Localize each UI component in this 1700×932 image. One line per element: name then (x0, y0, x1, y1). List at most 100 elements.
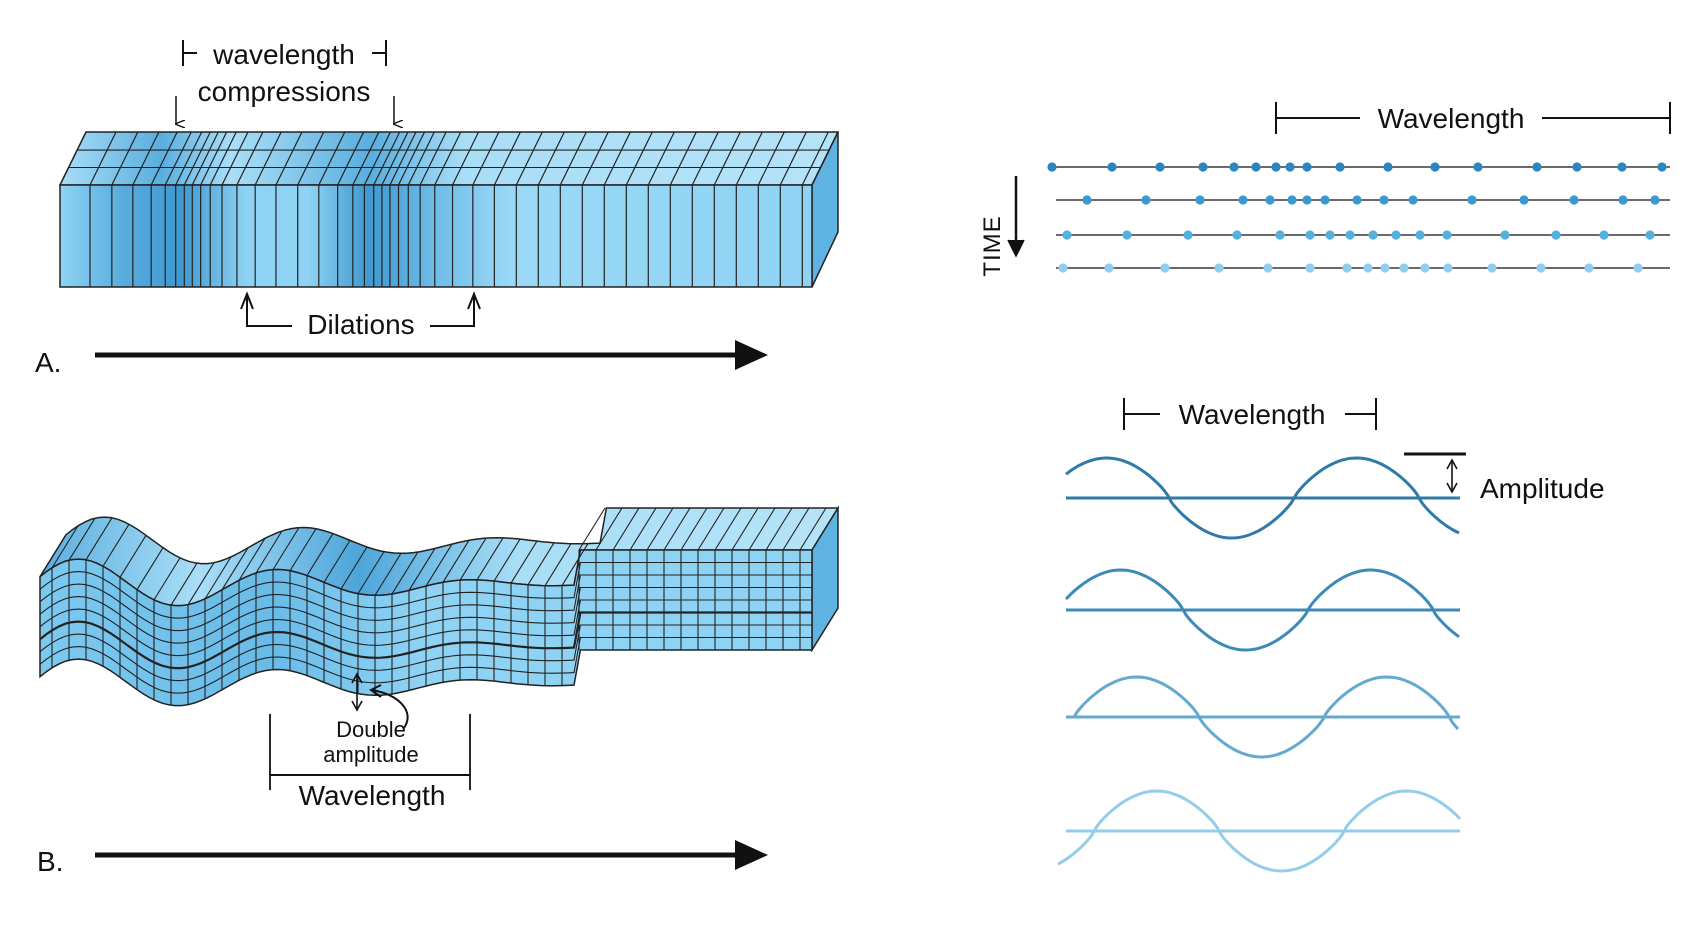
particle-dot (1214, 263, 1224, 273)
particle-dot (1325, 230, 1335, 240)
panel-a-top-line (625, 131, 653, 186)
particle-dot (1657, 162, 1667, 172)
wave-curve (1072, 675, 1460, 759)
panel-a-top-line (236, 131, 264, 186)
panel-b-top-line (68, 517, 96, 561)
panel-b-top-line (323, 540, 351, 583)
particle-dot (1408, 195, 1418, 205)
panel-b-top-line (510, 540, 538, 584)
particle-dot (1271, 162, 1281, 172)
panel-a-top-line (352, 131, 380, 186)
panel-a-top-line (164, 131, 192, 186)
panel-a-top-line (363, 131, 391, 186)
particle-dot (1155, 162, 1165, 172)
panel-a-top-line (515, 131, 543, 186)
panel-b-top-line (340, 546, 368, 590)
particle-dot (1599, 230, 1609, 240)
particle-dot (1265, 195, 1275, 205)
panel-b-top-line (357, 551, 385, 594)
panel-a-top-line (537, 131, 565, 186)
particle-dot (1320, 195, 1330, 205)
particle-dot (1062, 230, 1072, 240)
particle-dot (1195, 195, 1205, 205)
particle-dot (1618, 195, 1628, 205)
particle-dot (1473, 162, 1483, 172)
panel-b-top-line (221, 547, 249, 591)
panel-a-top-line (200, 131, 228, 186)
particle-dot (1633, 263, 1643, 273)
particle-dot (1302, 195, 1312, 205)
particle-dot (1285, 162, 1295, 172)
particle-dot (1160, 263, 1170, 273)
particle-dot (1345, 230, 1355, 240)
panel-b-top-line (136, 547, 164, 590)
particle-dot (1104, 263, 1114, 273)
panel-a-top-line (434, 131, 462, 186)
particle-dot (1645, 230, 1655, 240)
panel-a-letter: A. (35, 347, 61, 378)
panel-b-top-line (527, 542, 555, 586)
particle-dot (1302, 162, 1312, 172)
particle-dot (1251, 162, 1261, 172)
panel-b-top-line (782, 507, 810, 551)
particle-dot (1569, 195, 1579, 205)
panel-a-wavelength-label: wavelength (212, 39, 355, 70)
particle-dot (1263, 263, 1273, 273)
panel-b-top-line (425, 543, 453, 587)
amplitude-label: Amplitude (1480, 473, 1605, 504)
particle-dot (1519, 195, 1529, 205)
panel-b-top-line (408, 548, 436, 591)
right-bottom-wavelength-bracket (1123, 398, 1377, 430)
panel-a-top-line (801, 131, 829, 186)
particle-dot (1383, 162, 1393, 172)
particle-dot (1420, 263, 1430, 273)
particle-dot (1305, 230, 1315, 240)
panel-b-top-line (612, 507, 640, 551)
panel-a-top-line (175, 131, 203, 186)
panel-b-top-line (476, 537, 504, 581)
particle-dot (1467, 195, 1477, 205)
panel-b-top-line (442, 540, 470, 583)
double-amplitude-marker (351, 672, 409, 729)
panel-a-top-line (209, 131, 237, 186)
panel-b-top-line (544, 543, 572, 586)
panel-a-top-line (713, 131, 741, 186)
panel-b-top-line (187, 562, 215, 605)
particle-dot (1082, 195, 1092, 205)
panel-b-top-line (697, 507, 725, 551)
particle-dot (1500, 230, 1510, 240)
panel-a-top-line (337, 131, 365, 186)
particle-dot (1572, 162, 1582, 172)
particle-dot (1335, 162, 1345, 172)
panel-a-top-line (132, 131, 160, 186)
panel-b-top-line (255, 530, 283, 574)
panel-b-top-line (153, 557, 181, 601)
particle-dot (1363, 263, 1373, 273)
panel-a-top-line (735, 131, 763, 186)
panel-a-top-line (183, 131, 211, 186)
time-axis-label: TIME (979, 215, 1006, 276)
panel-b-top-line (799, 507, 827, 551)
panel-b-top-line (629, 507, 657, 551)
particle-dot (1532, 162, 1542, 172)
panel-a-top-line (89, 131, 117, 186)
panel-b-top-line (391, 551, 419, 595)
particle-dot (1536, 263, 1546, 273)
particle-dot (1275, 230, 1285, 240)
panel-b-top-line (170, 562, 198, 606)
panel-a-dilations-label: Dilations (307, 309, 414, 340)
panel-b-top-line (578, 507, 606, 551)
panel-a-top-line (691, 131, 719, 186)
panel-b-top-line (306, 533, 334, 576)
wave-curve (1057, 789, 1462, 873)
particle-dot (1229, 162, 1239, 172)
panel-b-top-line (374, 553, 402, 596)
particle-dot (1415, 230, 1425, 240)
panel-a-top-line (603, 131, 631, 186)
particle-dot (1391, 230, 1401, 240)
panel-a-grid-lines (68, 131, 830, 287)
panel-a-top-line (221, 131, 249, 186)
panel-a-direction-arrow (95, 340, 768, 370)
panel-a-top-line (389, 131, 417, 186)
